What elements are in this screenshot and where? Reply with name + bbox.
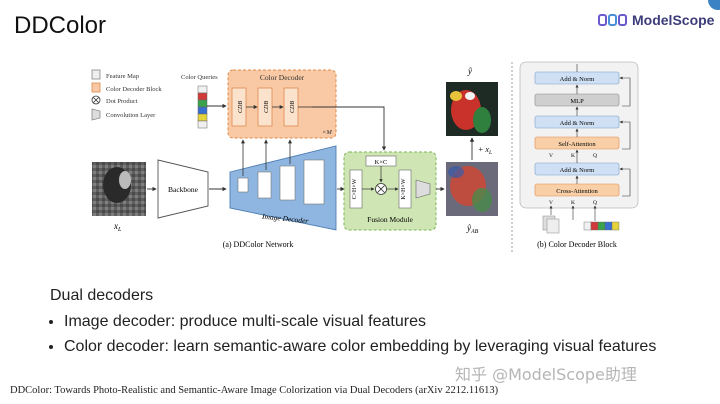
plus-xl-label: + xL [478,145,492,156]
legend: Feature Map Color Decoder Block Dot Prod… [91,69,162,121]
ca-q: Q [593,200,597,206]
legend-feature-map: Feature Map [106,73,139,80]
color-decoder-title: Color Decoder [260,73,305,82]
footnote-citation: DDColor: Towards Photo-Realistic and Sem… [10,385,499,396]
content-bullets: Dual decoders Image decoder: produce mul… [50,283,656,359]
logo-text: ModelScope [632,12,715,28]
input-label: xL [113,221,122,233]
ddcolor-diagram: Feature Map Color Decoder Block Dot Prod… [91,61,639,252]
legend-dot-product: Dot Product [106,98,138,105]
color-decoder: Color Decoder CDB CDB CDB ×M [227,69,337,139]
conv-layer-icon [91,108,101,121]
bullet-item: Color decoder: learn semantic-aware colo… [64,334,656,359]
ca-v: V [549,200,553,206]
caption-a: (a) DDColor Network [223,240,294,249]
ab-chroma-map [446,162,498,216]
modelscope-logo: ModelScope [598,12,714,28]
block-query-input [583,221,620,231]
bullet-list: Image decoder: produce multi-scale visua… [50,309,656,359]
ab-label: ŷAB [466,223,479,235]
fusion-module-label: Fusion Module [367,215,413,224]
cdb-label-1: CDB [238,101,244,113]
cdb-legend-icon [91,82,101,93]
caption-b: (b) Color Decoder Block [537,240,617,249]
sa-v: V [549,153,553,159]
legend-color-decoder-block: Color Decoder Block [106,86,162,93]
add-norm-2-label: Add & Norm [560,120,595,127]
feature-map-icon [91,69,101,80]
backbone [157,159,209,219]
backbone-label: Backbone [168,185,199,194]
add-norm-1-label: Add & Norm [560,167,595,174]
color-queries-stack [197,85,208,129]
legend-convolution-layer: Convolution Layer [106,112,156,119]
input-grayscale-image [92,162,146,216]
add-norm-3-label: Add & Norm [560,76,595,83]
mlp-label: MLP [570,98,584,105]
bullet-item: Image decoder: produce multi-scale visua… [64,309,656,334]
fusion-module: K×C C×H×W K×H×W Fusion Module [343,151,437,231]
color-decoder-block: Add & Norm MLP Add & Norm Self-Attention… [519,61,639,209]
image-decoder: Image Decoder [229,145,337,231]
ca-k: K [571,200,575,206]
corner-decoration [708,0,720,10]
output-color-image [446,82,498,136]
slide-title: DDColor [14,12,107,39]
cxhxw-label: C×H×W [352,178,358,199]
watermark: 知乎 @ModelScope助理 [455,365,637,384]
sa-k: K [571,153,575,159]
cdb-label-2: CDB [264,101,270,113]
times-m-label: ×M [322,129,332,136]
modelscope-logo-icon [598,14,627,26]
fusion-conv-icon [415,179,431,199]
self-attention-label: Self-Attention [558,141,596,148]
kxc-label: K×C [375,159,388,166]
content-lead: Dual decoders [50,287,154,304]
cross-attention-label: Cross-Attention [556,188,598,195]
sa-q: Q [593,153,597,159]
kxhxw-label: K×H×W [401,178,407,199]
color-queries-label: Color Queries [181,74,218,81]
cdb-label-3: CDB [290,101,296,113]
output-label: ŷ [467,66,472,76]
block-feature-input [542,215,560,234]
